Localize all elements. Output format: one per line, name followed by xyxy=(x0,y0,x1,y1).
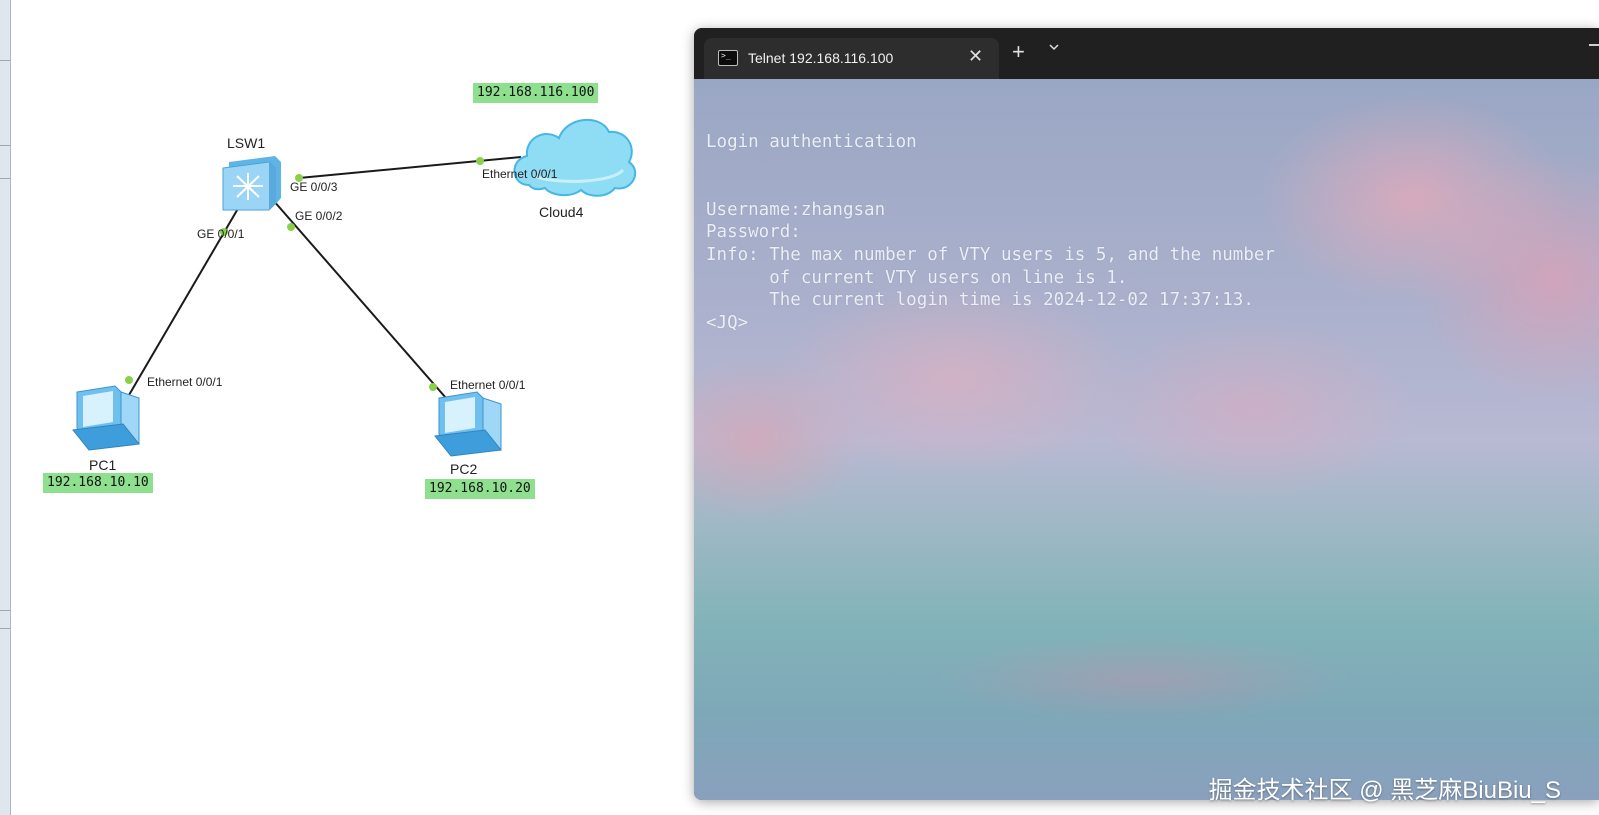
edge-divider xyxy=(0,60,10,61)
port-dot xyxy=(287,223,295,231)
pc1-name[interactable]: PC1 xyxy=(89,457,117,473)
link-sw-cloud[interactable] xyxy=(298,156,522,179)
terminal-output-area[interactable]: Login authentication Username:zhangsan P… xyxy=(694,79,1599,800)
port-dot xyxy=(476,157,484,165)
close-icon[interactable]: ✕ xyxy=(968,46,984,66)
terminal-window[interactable]: >_ Telnet 192.168.116.100 ✕ + Login auth… xyxy=(694,28,1599,800)
edge-divider xyxy=(0,610,10,611)
edge-divider xyxy=(0,628,10,629)
port-dot xyxy=(125,376,133,384)
pc2-port-ethernet: Ethernet 0/0/1 xyxy=(450,378,526,392)
cloud-port-ethernet: Ethernet 0/0/1 xyxy=(482,167,558,181)
pc2-name[interactable]: PC2 xyxy=(450,461,478,477)
switch-name[interactable]: LSW1 xyxy=(227,135,266,151)
link-sw-pc2[interactable] xyxy=(272,199,447,399)
port-dot xyxy=(220,228,228,236)
pc2-ip-label[interactable]: 192.168.10.20 xyxy=(425,479,535,499)
cloud-ip-label[interactable]: 192.168.116.100 xyxy=(473,83,599,103)
switch-port-ge002: GE 0/0/2 xyxy=(295,209,343,223)
edge-divider xyxy=(0,145,10,146)
pc1-port-ethernet: Ethernet 0/0/1 xyxy=(147,375,223,389)
port-dot xyxy=(429,383,437,391)
tab-title: Telnet 192.168.116.100 xyxy=(748,50,894,66)
switch-icon[interactable] xyxy=(222,156,281,211)
host-app-edge xyxy=(0,0,11,815)
chevron-down-icon[interactable] xyxy=(1049,42,1059,52)
switch-port-ge003: GE 0/0/3 xyxy=(290,180,338,194)
watermark: 掘金技术社区 @ 黑芝麻BiuBiu_S xyxy=(1208,777,1561,804)
cloud-name[interactable]: Cloud4 xyxy=(539,204,584,220)
terminal-icon: >_ xyxy=(718,50,738,66)
terminal-output[interactable]: Login authentication Username:zhangsan P… xyxy=(706,132,1275,333)
minimize-icon[interactable] xyxy=(1589,44,1599,46)
switch-port-ge001: GE 0/0/1 xyxy=(197,227,245,241)
port-dot xyxy=(295,174,303,182)
pc1-ip-label[interactable]: 192.168.10.10 xyxy=(43,473,153,493)
cloud-icon[interactable] xyxy=(513,118,636,197)
edge-divider xyxy=(0,178,10,179)
plus-icon[interactable]: + xyxy=(1012,39,1025,64)
pc2-icon[interactable] xyxy=(434,391,502,457)
topology-canvas[interactable]: LSW1 Cloud4 PC1 PC2 192.168.116.100 192.… xyxy=(11,0,701,815)
terminal-titlebar[interactable]: >_ Telnet 192.168.116.100 ✕ + xyxy=(694,28,1599,79)
pc1-icon[interactable] xyxy=(72,385,140,451)
topology-drawing xyxy=(72,118,636,457)
tab-telnet[interactable]: >_ Telnet 192.168.116.100 ✕ xyxy=(704,38,999,79)
